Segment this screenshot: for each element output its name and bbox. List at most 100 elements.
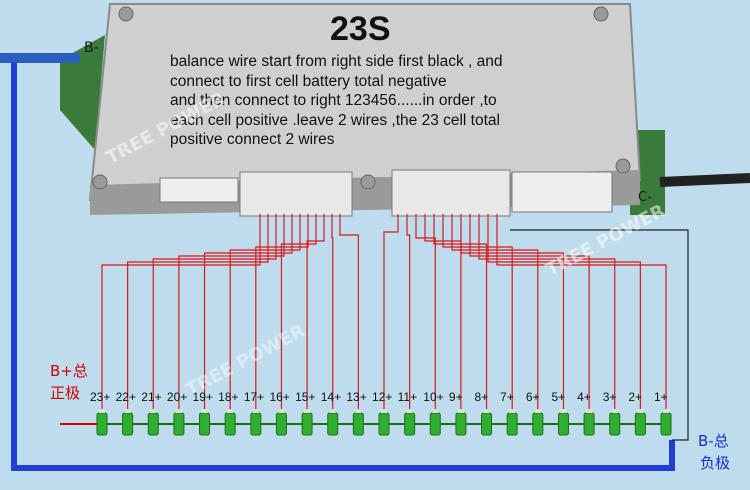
main-wire-board-right [659,173,750,187]
battery-cell-cap [637,409,644,413]
description-line: positive connect 2 wires [170,131,335,148]
battery-cell-cap [534,409,541,413]
cell-label: 13+ [346,390,367,404]
cell-label: 23+ [90,390,111,404]
battery-cell-cap [329,409,336,413]
battery-cell [352,412,364,436]
screw [360,174,376,190]
cell-label: 4+ [577,390,591,404]
diagram-description: balance wire start from right side first… [170,52,590,150]
screw [615,158,631,174]
cell-label: 19+ [192,390,213,404]
b-minus-link [510,229,689,441]
cell-label: 8+ [474,390,489,404]
battery-cell-cap [227,409,234,413]
connector-middle [391,169,511,217]
sense-wire [339,214,359,409]
battery-cell-cap [381,409,387,413]
connector-right [511,171,613,213]
battery-cell [506,412,518,436]
battery-cell [173,412,185,436]
cell-label: 17+ [243,390,265,404]
sense-wire [306,214,325,409]
sense-wire [478,214,616,409]
cell-label: 14+ [320,390,342,404]
sense-wire [442,214,513,409]
battery-cell [327,412,339,436]
battery-cell-cap [509,409,516,413]
battery-cell [609,412,621,436]
battery-cell-cap [99,409,105,413]
cell-label: 3+ [602,390,617,404]
battery-cell [301,412,313,436]
battery-cell [481,412,493,436]
sense-wires [101,214,667,409]
battery-cell-cap [278,409,285,413]
battery-cell-cap [586,409,593,413]
connector-small [159,177,239,203]
cell-label: 20+ [166,390,188,404]
connector-left [239,171,353,217]
battery-cell-cap [201,409,208,413]
battery-cells [60,409,672,436]
battery-cell [224,412,236,436]
cell-label: 15+ [295,390,316,404]
battery-cell-cap [406,409,413,413]
cell-label: 6+ [525,390,540,404]
battery-cell [122,412,134,436]
battery-cell [250,412,262,436]
sense-wire [451,214,539,409]
battery-cell-cap [663,409,669,413]
battery-cell-cap [252,409,259,413]
battery-cell-cap [457,409,464,413]
battery-cell [96,412,108,436]
cell-label: 2+ [628,390,643,404]
sense-wire [383,214,399,409]
cell-label: 1+ [654,390,668,404]
cell-label: 22+ [115,390,136,404]
cell-label: 5+ [551,390,566,404]
diagram-title: 23S [330,10,391,48]
b-plus-label: B+总 [50,362,88,380]
b-plus-label-sub: 正极 [50,384,81,402]
battery-cell-cap [483,409,490,413]
battery-cell [557,412,569,436]
cell-label: 18+ [218,390,239,404]
sense-wire [178,214,285,409]
sense-wire [496,214,667,409]
sense-wire [406,214,411,409]
battery-cell [455,412,467,436]
sense-wire [127,214,269,409]
sense-wire [433,214,488,409]
sense-wire [152,214,277,409]
battery-cell-cap [432,409,439,413]
cell-label: 10+ [423,390,444,404]
b-minus-label: B-总 [698,432,729,450]
battery-cell [660,412,672,436]
screw [593,6,609,22]
battery-cell-cap [560,409,567,413]
battery-cell [199,412,211,436]
battery-cell [634,412,646,436]
cell-label: 9+ [448,390,463,404]
sense-wire [280,214,317,409]
sense-wire [469,214,590,409]
battery-cell [583,412,595,436]
description-line: and then connect to right 123456......in… [170,92,497,109]
b-minus-label-sub: 负极 [700,454,731,472]
battery-cell [378,412,390,436]
sense-wire [229,214,301,409]
pcb-left-edge [60,35,105,150]
battery-cell-cap [124,409,131,413]
battery-cell-cap [304,409,311,413]
description-line: each cell positive .leave 2 wires ,the 2… [170,111,500,129]
description-line: balance wire start from right side first… [170,53,503,70]
battery-cell [275,412,287,436]
screw [92,174,108,190]
battery-cell [147,412,159,436]
battery-cell-cap [611,409,618,413]
sense-wire [415,214,436,409]
sense-wire [101,214,261,409]
description-line: connect to first cell battery total nega… [170,72,447,90]
